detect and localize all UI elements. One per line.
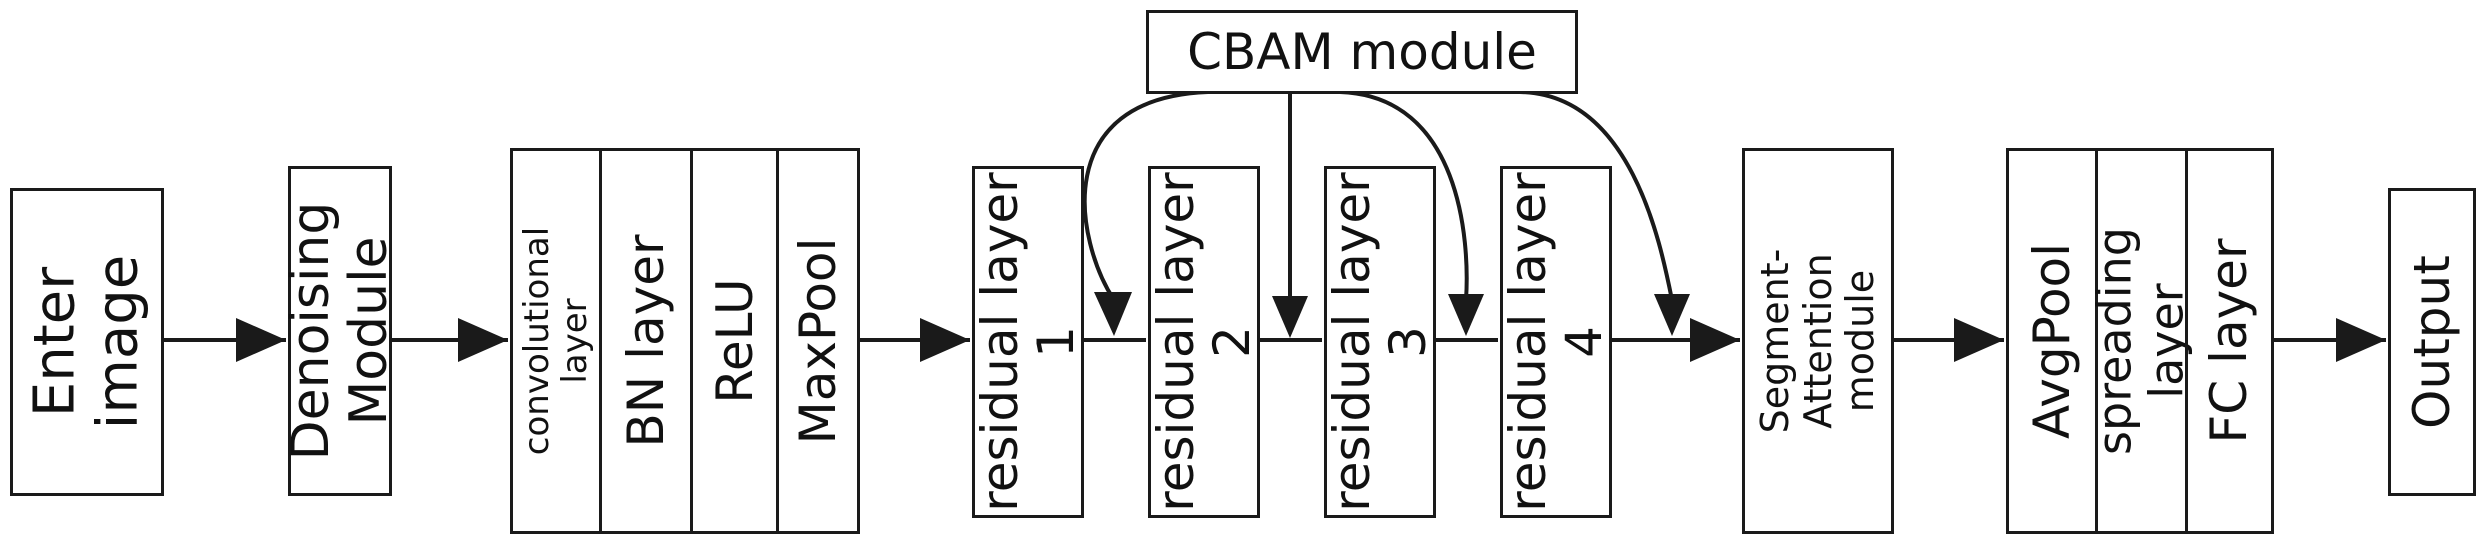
residual-layer-2-block: residual layer 2 [1147, 166, 1261, 518]
residual-layer-3-label: residual layer 3 [1323, 172, 1437, 512]
arrow-head-cbam-junction-1 [1094, 292, 1132, 336]
enter-image-block: Enter image [10, 188, 164, 496]
head-stack: AvgPool spreading layer FC layer [2006, 148, 2274, 534]
arrow-head-cbam-junction-2 [1272, 296, 1308, 338]
denoising-module-block: Denoising Module [281, 166, 399, 496]
cbam-module-label: CBAM module [1187, 23, 1537, 81]
arrow-head-maxpool-to-residual-1 [920, 318, 970, 362]
relu-cell: ReLU [689, 151, 777, 531]
conv-layer-cell: convolutional layer [513, 151, 599, 531]
arrow-head-segment-to-avgpool [1954, 318, 2004, 362]
residual-layer-2-label: residual layer 2 [1147, 172, 1261, 512]
bn-layer-label: BN layer [617, 234, 676, 448]
cbam-module-block: CBAM module [1146, 10, 1578, 94]
output-block: Output [2388, 188, 2476, 496]
residual-layer-4-block: residual layer 4 [1499, 166, 1613, 518]
conv-layer-label: convolutional layer [517, 226, 596, 456]
residual-layer-1-block: residual layer 1 [971, 166, 1085, 518]
output-label: Output [2403, 255, 2461, 429]
arrow-head-input-to-denoising [236, 318, 286, 362]
segment-attention-block: Segment- Attention module [1742, 148, 1894, 534]
stem-stack: convolutional layer BN layer ReLU MaxPoo… [510, 148, 860, 534]
residual-layer-3-block: residual layer 3 [1323, 166, 1437, 518]
denoising-module-label: Denoising Module [280, 201, 399, 461]
arrow-head-residual-4-to-segment [1690, 318, 1740, 362]
maxpool-label: MaxPool [789, 237, 848, 445]
arrow-head-cbam-junction-3 [1448, 294, 1484, 336]
arrow-head-denoising-to-conv [458, 318, 508, 362]
cbam-curve-to-junction-3 [1339, 90, 1469, 301]
spreading-layer-label: spreading layer [2087, 227, 2194, 455]
arrow-head-fc-to-output [2336, 318, 2386, 362]
spreading-layer-cell: spreading layer [2088, 151, 2193, 531]
relu-label: ReLU [705, 278, 764, 404]
residual-layer-4-label: residual layer 4 [1499, 172, 1613, 512]
fc-layer-label: FC layer [2200, 238, 2259, 444]
segment-attention-label: Segment- Attention module [1753, 248, 1883, 434]
residual-layer-1-label: residual layer 1 [971, 172, 1085, 512]
enter-image-label: Enter image [22, 254, 150, 430]
arrow-head-cbam-junction-4 [1654, 294, 1690, 336]
cbam-curve-to-junction-1 [1082, 90, 1209, 302]
maxpool-cell: MaxPool [776, 151, 857, 531]
cbam-curve-to-junction-4 [1519, 90, 1674, 301]
fc-layer-cell: FC layer [2184, 151, 2271, 531]
avgpool-label: AvgPool [2022, 242, 2081, 440]
bn-layer-cell: BN layer [599, 151, 689, 531]
avgpool-cell: AvgPool [2009, 151, 2095, 531]
